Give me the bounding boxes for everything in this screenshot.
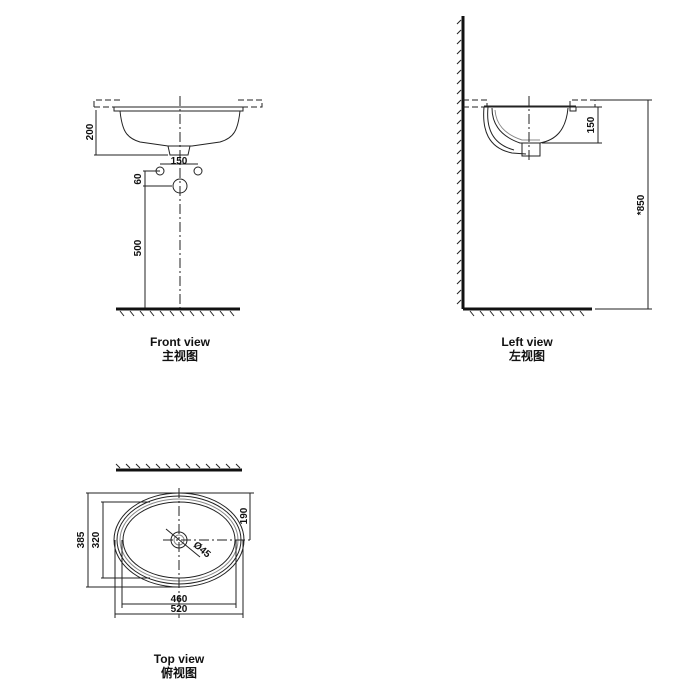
dim-60: 60 xyxy=(133,173,144,185)
front-view-title-en: Front view xyxy=(149,335,210,349)
top-view-title-en: Top view xyxy=(153,652,205,666)
dim-500: 500 xyxy=(133,239,144,256)
left-view-label: Left view 左视图 xyxy=(467,335,587,363)
dim-460: 460 xyxy=(171,594,188,605)
dim-d45: Ø45 xyxy=(191,540,213,561)
front-view-label: Front view 主视图 xyxy=(120,335,240,363)
dim-385: 385 xyxy=(76,531,87,548)
dim-850: *850 xyxy=(636,194,647,215)
dim-190: 190 xyxy=(239,507,250,524)
dim-520: 520 xyxy=(171,604,188,615)
dim-200: 200 xyxy=(85,123,96,140)
dim-150: 150 xyxy=(171,156,188,167)
dim-320: 320 xyxy=(91,531,102,548)
top-view-title-zh: 俯视图 xyxy=(160,666,197,680)
left-view-title-zh: 左视图 xyxy=(508,349,545,363)
dim-150-left: 150 xyxy=(586,116,597,133)
front-view-title-zh: 主视图 xyxy=(161,349,198,363)
top-view-drawing: Ø45 385 320 190 460 520 xyxy=(76,463,254,618)
left-view-drawing: 150 *850 xyxy=(456,16,652,317)
front-view-drawing: 200 150 60 500 xyxy=(85,96,263,317)
top-view-label: Top view 俯视图 xyxy=(119,652,239,680)
left-view-title-en: Left view xyxy=(501,335,553,349)
